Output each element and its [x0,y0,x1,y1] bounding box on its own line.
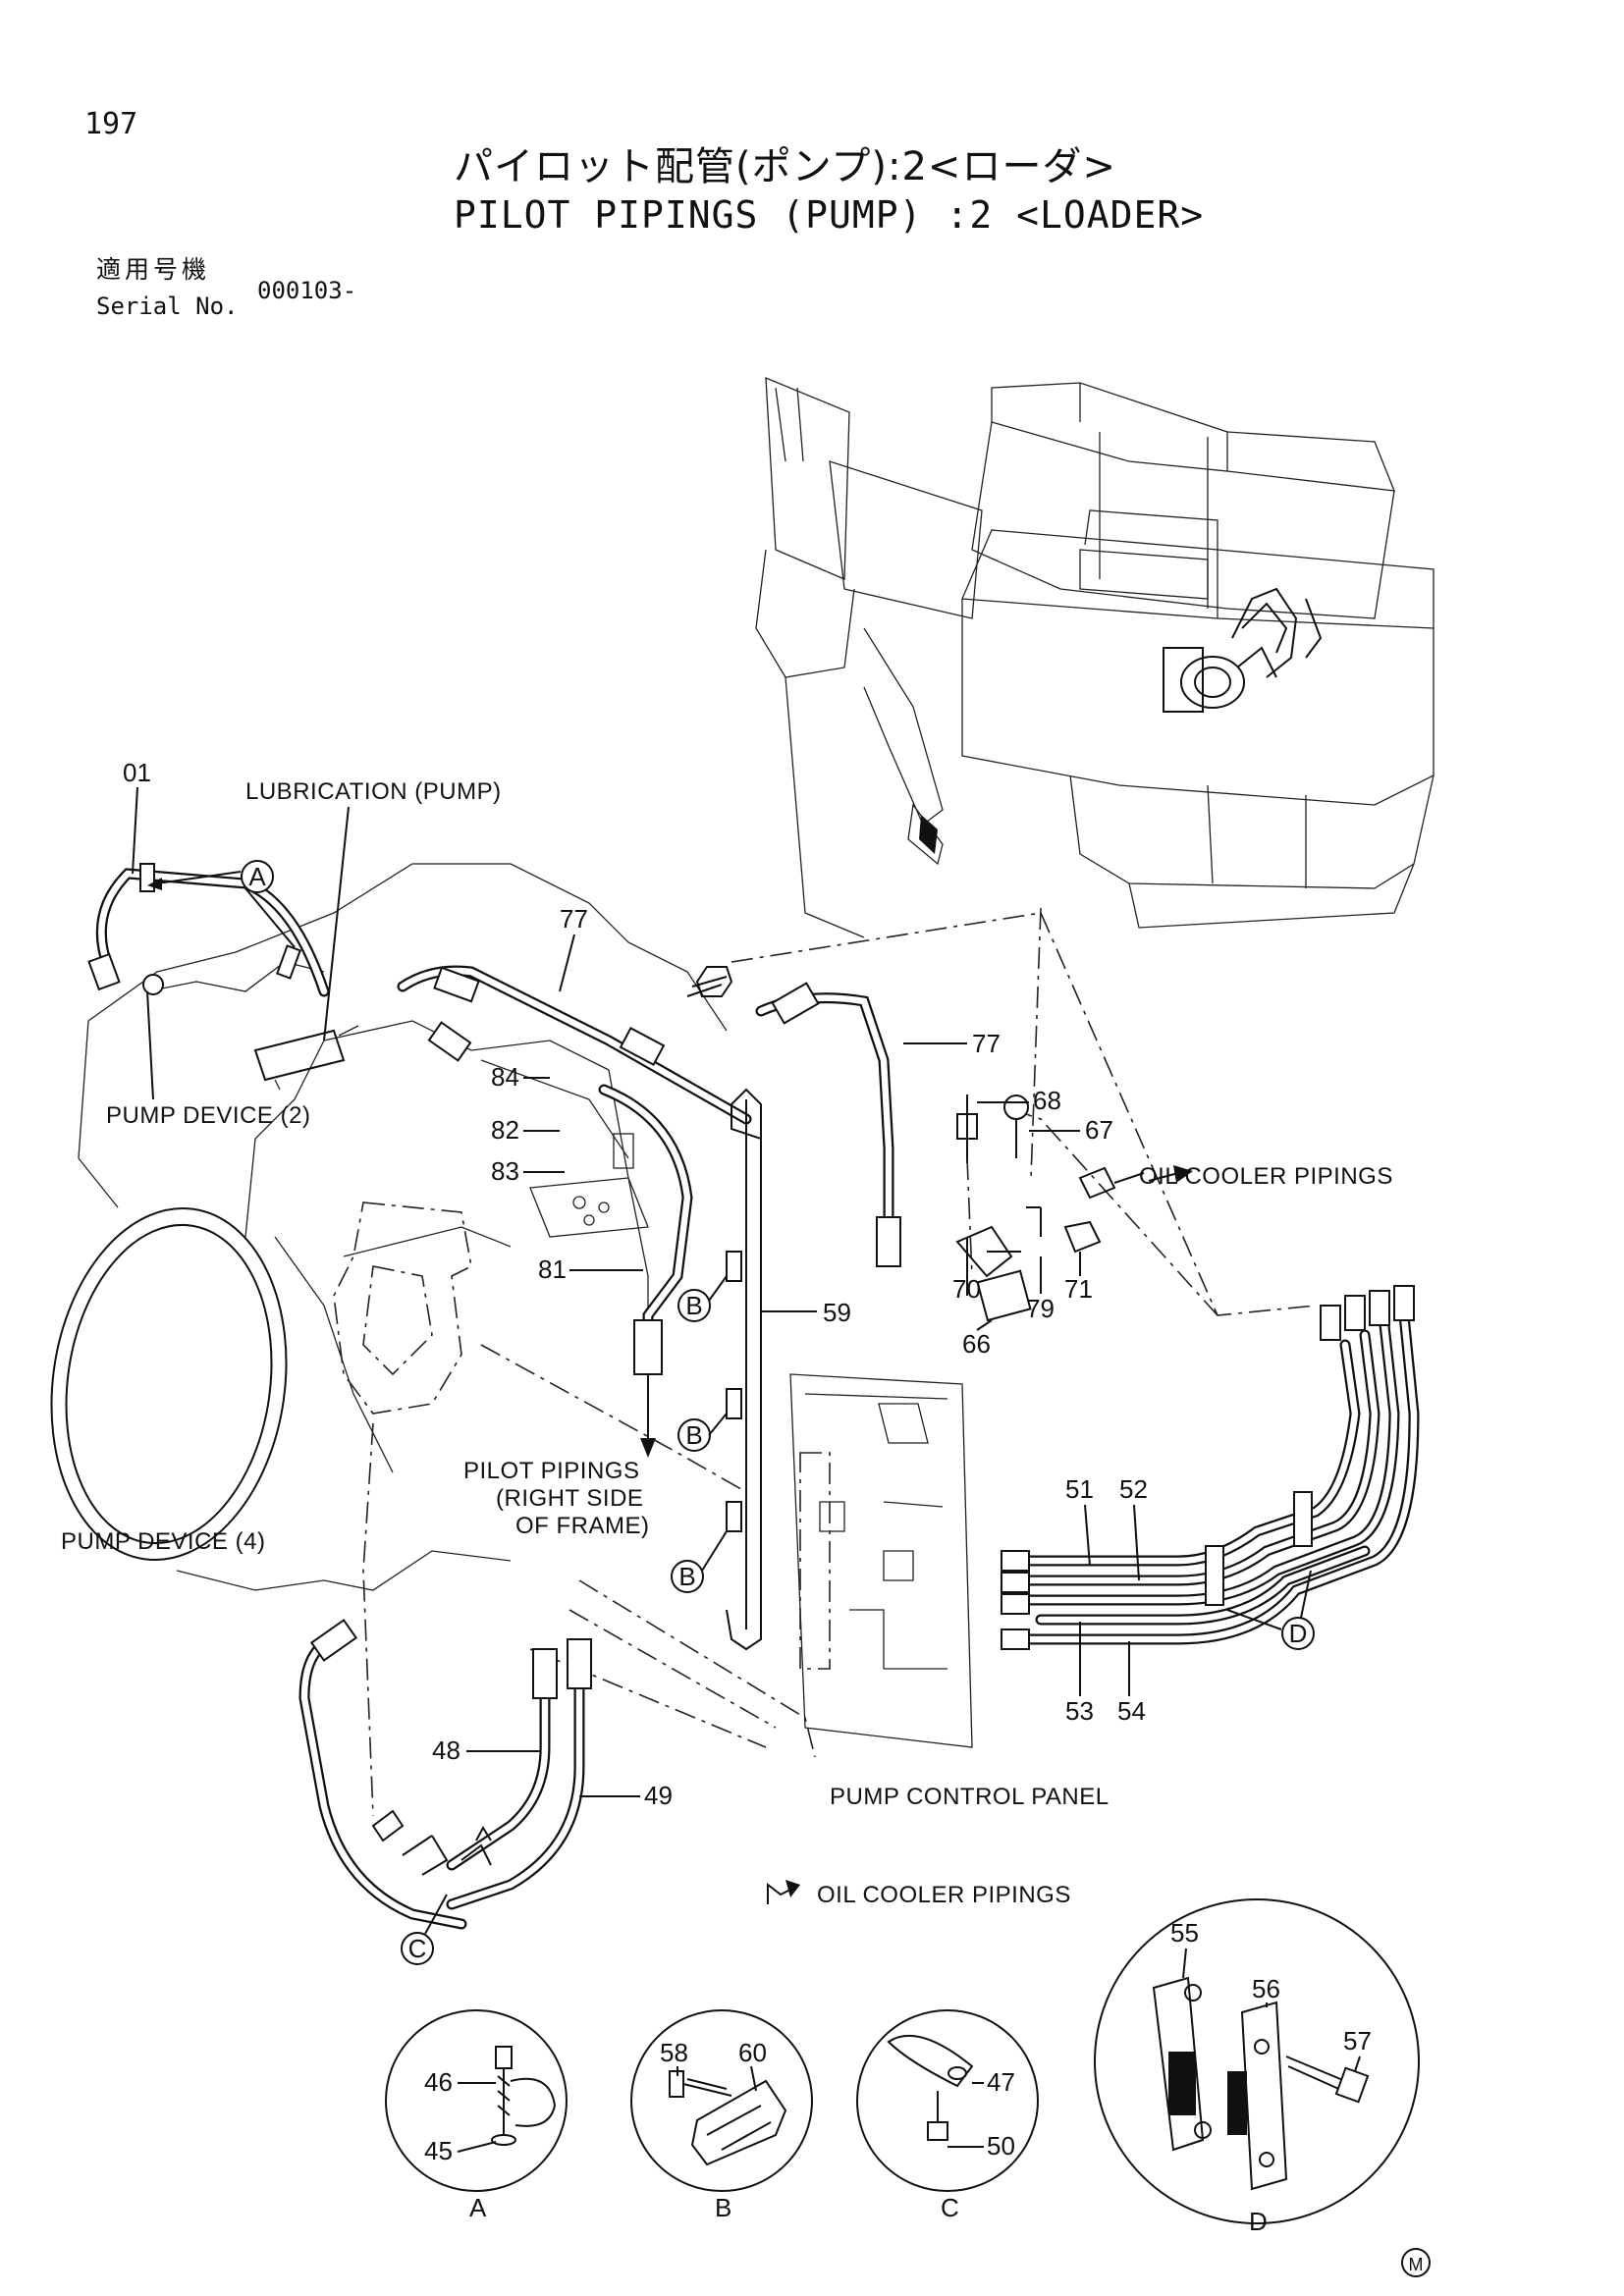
detail-D: 55 56 57 D [1094,1898,1420,2236]
callout-B-label: B [685,1420,702,1450]
detail-B-label: B [715,2193,731,2222]
part-84: 84 [491,1062,519,1092]
machine-overview-illustration [755,377,1435,938]
detail-B: 58 60 B [630,2009,813,2222]
callout-B1: B [677,1275,728,1322]
label-oil-cooler-pipings-1: OIL COOLER PIPINGS [1139,1163,1393,1190]
callout-B3: B [671,1530,728,1593]
part-56: 56 [1252,1974,1280,2003]
callout-C-main: C [401,1894,448,1965]
title-english: PILOT PIPINGS (PUMP) :2 <LOADER> [454,193,1205,237]
label-pilot-pipings-2: (RIGHT SIDE [496,1485,643,1512]
part-67: 67 [1085,1115,1113,1145]
part-77-right: 77 [972,1029,1001,1058]
m-mark: M [1401,2248,1431,2277]
page-number: 197 [84,107,138,141]
label-pump-device-4: PUMP DEVICE (4) [61,1528,265,1555]
part-55: 55 [1170,1918,1199,1948]
part-45: 45 [424,2136,453,2165]
part-68: 68 [1033,1086,1061,1115]
label-pilot-pipings-1: PILOT PIPINGS [463,1458,639,1484]
engine-assembly-illustration [50,863,1317,1817]
part-48: 48 [432,1735,460,1765]
label-pump-device-2: PUMP DEVICE (2) [106,1102,310,1129]
part-60: 60 [738,2038,767,2067]
callout-D-main: D [1226,1570,1315,1650]
part-58: 58 [660,2038,688,2067]
part-82: 82 [491,1115,519,1145]
part-59: 59 [823,1298,851,1327]
diagram-labels: LUBRICATION (PUMP) PUMP DEVICE (2) PUMP … [61,778,1393,1908]
callout-B2: B [677,1413,728,1452]
part-52: 52 [1119,1474,1148,1504]
part-numbers: 01 77 77 84 82 83 81 68 67 70 71 79 66 5… [123,758,1148,1810]
hose-lines [87,863,1420,1930]
part-50: 50 [987,2131,1015,2161]
label-pilot-pipings-3: OF FRAME) [515,1513,650,1539]
detail-A-label: A [469,2193,487,2222]
part-70: 70 [952,1274,981,1304]
part-81: 81 [538,1255,567,1284]
part-01: 01 [123,758,151,787]
part-46: 46 [424,2067,453,2097]
callout-A-label: A [248,862,266,891]
serial-value: 000103- [257,277,357,304]
label-pump-control-panel: PUMP CONTROL PANEL [830,1784,1110,1810]
label-oil-cooler-pipings-2: OIL COOLER PIPINGS [817,1882,1071,1908]
part-79: 79 [1026,1294,1055,1323]
title-japanese: パイロット配管(ポンプ):2<ローダ> [454,144,1116,189]
serial-label-japanese: 適用号機 [96,255,211,284]
detail-D-label: D [1249,2207,1268,2236]
detail-A: 46 45 A [385,2009,568,2222]
callout-A-main: A [147,860,296,948]
serial-label-english: Serial No. [96,293,239,320]
part-51: 51 [1065,1474,1094,1504]
part-47: 47 [987,2067,1015,2097]
detail-C: 47 50 C [856,2009,1039,2222]
part-77-upper: 77 [560,904,588,934]
part-71: 71 [1064,1274,1093,1304]
part-54: 54 [1117,1696,1146,1726]
part-83: 83 [491,1156,519,1186]
part-57: 57 [1343,2026,1372,2056]
m-mark-label: M [1409,2255,1424,2274]
part-66: 66 [962,1329,991,1359]
callout-B-label: B [678,1562,695,1591]
detail-C-label: C [941,2193,959,2222]
label-lubrication-pump: LUBRICATION (PUMP) [245,778,502,805]
callout-B-label: B [685,1291,702,1320]
part-49: 49 [644,1781,673,1810]
callout-C-label: C [408,1934,427,1963]
callout-D-label: D [1289,1619,1308,1648]
part-53: 53 [1065,1696,1094,1726]
